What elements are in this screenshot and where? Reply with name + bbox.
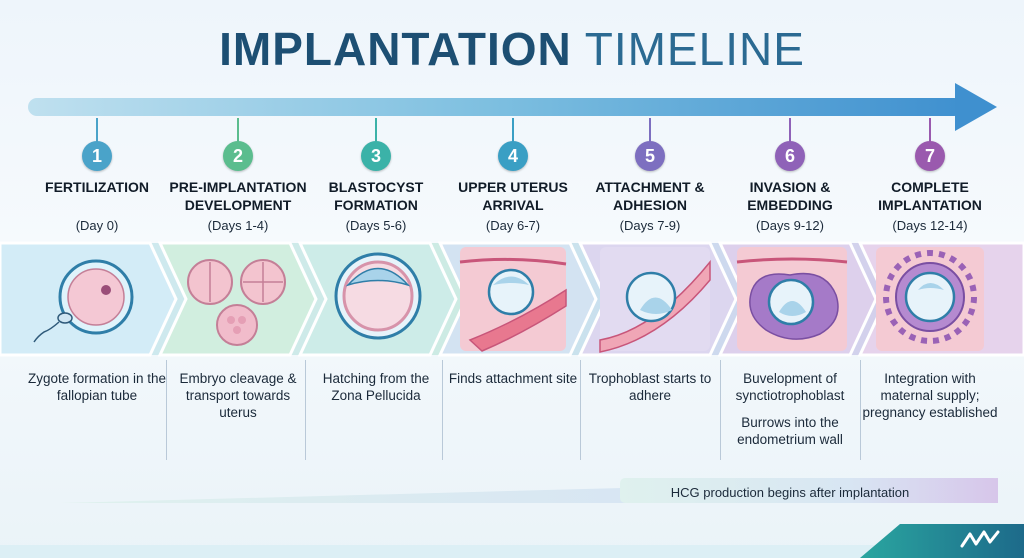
step-7-name: COMPLETE IMPLANTATION [878, 179, 982, 213]
step-4-description: Finds attachment site [448, 371, 578, 386]
step-6-description: Buvelopment of synctiotrophoblast [735, 371, 845, 403]
step-1-stem [96, 118, 98, 142]
column-divider [166, 360, 167, 460]
page-title: IMPLANTATION TIMELINE [0, 22, 1024, 76]
complete-implantation-illustration [876, 247, 984, 351]
step-3-day: (Days 5-6) [345, 218, 407, 233]
column-divider [442, 360, 443, 460]
cleavage-illustration [187, 259, 286, 346]
step-3-name: BLASTOCYST FORMATION [328, 179, 424, 213]
step-2-stem [237, 118, 239, 142]
title-light: TIMELINE [584, 23, 805, 75]
column-divider [305, 360, 306, 460]
step-6-name: INVASION & EMBEDDING [747, 179, 833, 213]
step-2-day: (Days 1-4) [207, 218, 269, 233]
step-7-day: (Days 12-14) [892, 218, 968, 233]
brand-logo-icon [960, 530, 1000, 548]
title-bold: IMPLANTATION [219, 23, 572, 75]
step-5-description: Trophoblast starts to adhere [588, 371, 712, 403]
step-2: 2 PRE-IMPLANTATION DEVELOPMENT (Days 1-4… [168, 0, 308, 558]
step-2-number: 2 [223, 141, 253, 171]
step-1: 1 FERTILIZATION (Day 0) Zygote formation… [27, 0, 167, 558]
step-6-description-2: Burrows into the endometrium wall [737, 415, 843, 447]
step-1-number: 1 [82, 141, 112, 171]
attachment-illustration [599, 247, 711, 353]
step-6-stem [789, 118, 791, 142]
step-1-day: (Day 0) [75, 218, 119, 233]
zygote-illustration [33, 259, 134, 343]
timeline-arrow [28, 83, 997, 131]
step-7-description: Integration with maternal supply; pregna… [862, 371, 998, 420]
step-6-day: (Days 9-12) [756, 218, 824, 233]
step-5: 5 ATTACHMENT & ADHESION (Days 7-9) Troph… [580, 0, 720, 558]
step-3-stem [375, 118, 377, 142]
invasion-illustration [736, 247, 848, 351]
column-divider [860, 360, 861, 460]
blastocyst-illustration [334, 252, 422, 340]
step-4: 4 UPPER UTERUS ARRIVAL (Day 6-7) Finds a… [443, 0, 583, 558]
step-3: 3 BLASTOCYST FORMATION (Days 5-6) Hatchi… [306, 0, 446, 558]
step-1-name: FERTILIZATION [45, 179, 149, 195]
step-1-description: Zygote formation in the fallopian tube [27, 371, 167, 403]
step-4-day: (Day 6-7) [485, 218, 541, 233]
step-7-stem [929, 118, 931, 142]
step-6-number: 6 [775, 141, 805, 171]
step-7-number: 7 [915, 141, 945, 171]
step-6: 6 INVASION & EMBEDDING (Days 9-12) Buvel… [720, 0, 860, 558]
step-5-number: 5 [635, 141, 665, 171]
uterus-arrival-illustration [459, 247, 567, 352]
step-4-stem [512, 118, 514, 142]
step-2-description: Embryo cleavage & transport towards uter… [179, 371, 297, 420]
step-5-name: ATTACHMENT & ADHESION [595, 179, 705, 213]
hcg-band [60, 478, 998, 503]
step-7: 7 COMPLETE IMPLANTATION (Days 12-14) Int… [860, 0, 1000, 558]
step-4-name: UPPER UTERUS ARRIVAL [458, 179, 568, 213]
column-divider [580, 360, 581, 460]
step-5-day: (Days 7-9) [619, 218, 681, 233]
step-2-name: PRE-IMPLANTATION DEVELOPMENT [169, 179, 307, 213]
step-3-number: 3 [361, 141, 391, 171]
step-5-stem [649, 118, 651, 142]
column-divider [720, 360, 721, 460]
hcg-label: HCG production begins after implantation [670, 485, 910, 500]
step-4-number: 4 [498, 141, 528, 171]
step-3-description: Hatching from the Zona Pellucida [322, 371, 430, 403]
